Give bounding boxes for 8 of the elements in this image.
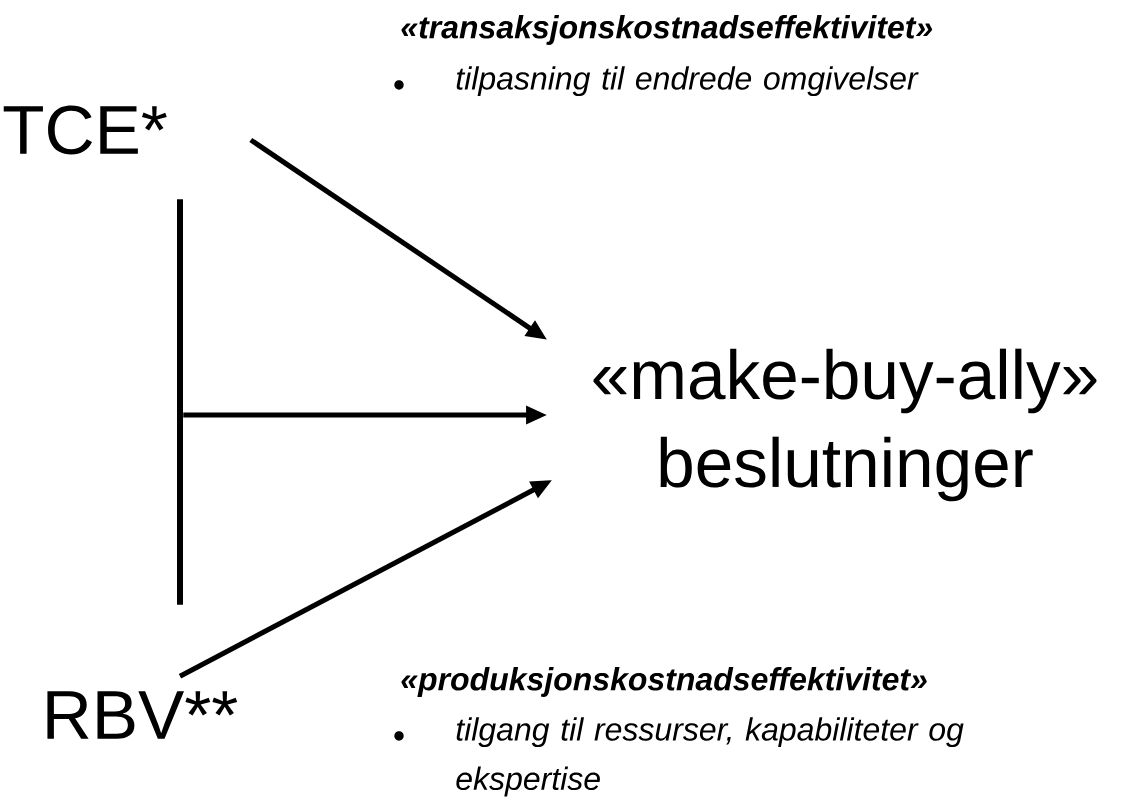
heading-text: «produksjonskostnadseffektivitet» bbox=[401, 667, 927, 697]
bullet-text: tilpasning til endrede omgivelser bbox=[456, 66, 919, 97]
outcome-text: «make-buy-ally» beslutninger bbox=[593, 348, 1097, 502]
bullet-text: tilgang til ressurser, kapabiliteter og ekspertise bbox=[456, 717, 964, 797]
acronym-label: RBV** bbox=[47, 691, 238, 739]
acronym-label: TCE* bbox=[3, 105, 167, 155]
vertical-bar bbox=[177, 199, 183, 605]
heading-text: «transaksjonskostnadseffektivitet» bbox=[401, 15, 933, 45]
